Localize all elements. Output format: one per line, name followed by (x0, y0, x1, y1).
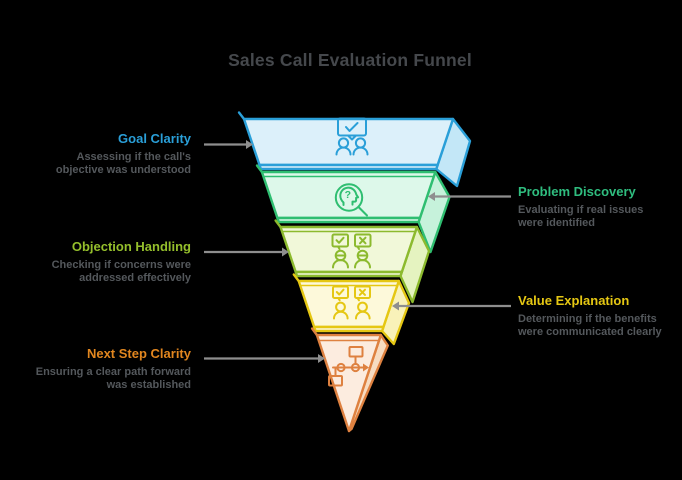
level-label-value-explanation: Value Explanation (518, 293, 630, 308)
feedback-bubbles-icon (332, 285, 371, 320)
level-description-problem-discovery: Evaluating if real issues were identifie… (518, 204, 644, 229)
approve-reject-people-icon (331, 233, 372, 269)
connector-goal-clarity (204, 140, 253, 149)
page-title: Sales Call Evaluation Funnel (228, 50, 472, 70)
presentation-check-icon (335, 117, 369, 156)
level-description-goal-clarity: Assessing if the call's objective was un… (55, 151, 191, 176)
funnel-segment-objection-handling (274, 219, 431, 304)
level-block-value-explanation: Value Explanation Determining if the ben… (518, 294, 670, 338)
funnel-segment-problem-discovery: ? (255, 164, 451, 254)
level-label-problem-discovery: Problem Discovery (518, 184, 636, 199)
level-block-next-step-clarity: Next Step Clarity Ensuring a clear path … (33, 347, 191, 391)
connector-objection-handling (204, 247, 289, 257)
funnel-segment-goal-clarity (237, 111, 472, 188)
level-block-goal-clarity: Goal Clarity Assessing if the call's obj… (33, 132, 191, 176)
connector-value-explanation (392, 301, 511, 311)
level-label-objection-handling: Objection Handling (71, 239, 191, 254)
head-search-icon: ? (334, 183, 368, 217)
level-description-objection-handling: Checking if concerns were addressed effe… (51, 259, 191, 284)
funnel-segment-next-step-clarity (310, 327, 389, 433)
level-description-value-explanation: Determining if the benefits were communi… (518, 313, 662, 338)
connector-next-step-clarity (204, 354, 325, 363)
level-block-problem-discovery: Problem Discovery Evaluating if real iss… (518, 185, 670, 229)
level-description-next-step-clarity: Ensuring a clear path forward was establ… (35, 366, 191, 391)
level-block-objection-handling: Objection Handling Checking if concerns … (33, 240, 191, 284)
level-label-goal-clarity: Goal Clarity (118, 131, 191, 146)
connector-problem-discovery (428, 192, 511, 201)
level-label-next-step-clarity: Next Step Clarity (86, 346, 191, 361)
flowchart-icon (328, 346, 369, 387)
funnel-segment-value-explanation (292, 273, 411, 346)
svg-text:?: ? (345, 189, 351, 201)
